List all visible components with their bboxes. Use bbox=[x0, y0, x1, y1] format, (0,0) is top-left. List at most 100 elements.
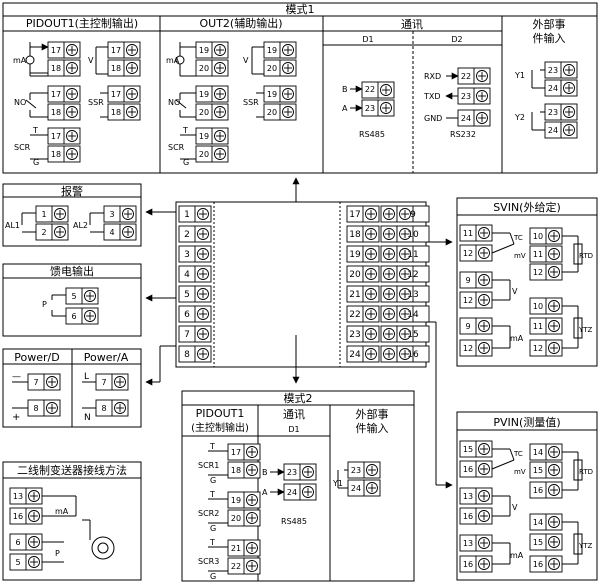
mode2-t-1: T bbox=[209, 442, 215, 451]
mode2-t18: 18 bbox=[231, 466, 241, 475]
center-mid-screw-3 bbox=[380, 265, 398, 283]
svin-t12e: 12 bbox=[533, 344, 543, 353]
mode2-t23b: 23 bbox=[351, 466, 361, 475]
mode1-t24d: 24 bbox=[548, 126, 558, 135]
twowire-ma: mA bbox=[55, 507, 69, 516]
center-mid-screw-4 bbox=[380, 285, 398, 303]
svin-t12b: 12 bbox=[463, 296, 473, 305]
pvin-tc: TC bbox=[513, 450, 523, 458]
alarm-panel bbox=[2, 183, 142, 247]
pvin-t13b: 13 bbox=[463, 539, 473, 548]
mode1-panel bbox=[2, 2, 598, 174]
center-left-8: 8 bbox=[184, 350, 190, 360]
mode1-comm-header: 通讯 bbox=[401, 18, 423, 31]
power-n: N bbox=[84, 413, 91, 423]
pvin-t15c: 15 bbox=[533, 538, 543, 547]
mode1-y2-label: Y2 bbox=[514, 113, 525, 122]
center-left-4: 4 bbox=[184, 270, 190, 280]
svin-t10b: 10 bbox=[533, 302, 543, 311]
power-plus: + bbox=[12, 412, 20, 423]
svin-ma: mA bbox=[510, 334, 524, 343]
power-l: L bbox=[84, 372, 89, 382]
mode2-t20: 20 bbox=[231, 514, 241, 523]
pvin-t16e: 16 bbox=[533, 560, 543, 569]
center-r-24: 24 bbox=[349, 350, 361, 360]
alarm-al1: AL1 bbox=[5, 221, 20, 230]
mode1-gnd-label: GND bbox=[424, 114, 442, 123]
mode1-out2-terminals bbox=[175, 41, 297, 163]
feed-t6: 6 bbox=[71, 312, 76, 321]
pvin-title: PVIN(测量值) bbox=[493, 416, 560, 429]
twowire-p: P bbox=[55, 549, 60, 558]
mode1-t18d: 18 bbox=[111, 64, 121, 73]
center-mid-screw-5 bbox=[380, 305, 398, 323]
mode1-out2-ssr-label: SSR bbox=[243, 98, 259, 107]
mode2-t21: 21 bbox=[231, 544, 241, 553]
center-r-16: 16 bbox=[407, 350, 419, 360]
mode1-out2-header: OUT2(辅助输出) bbox=[199, 16, 282, 30]
alarm-title: 报警 bbox=[61, 184, 83, 198]
power-d-t7: 7 bbox=[33, 378, 38, 387]
mode1-v-label: V bbox=[88, 56, 94, 65]
center-r-9: 9 bbox=[410, 210, 416, 220]
mode1-t23a: 23 bbox=[365, 104, 375, 113]
mode1-ssr-label: SSR bbox=[88, 98, 104, 107]
mode2-rs485: RS485 bbox=[281, 517, 307, 526]
twowire-title: 二线制变送器接线方法 bbox=[17, 463, 127, 477]
center-mid-screw-1 bbox=[380, 225, 398, 243]
mode2-pidout1-sub: (主控制输出) bbox=[191, 421, 249, 434]
center-left-6: 6 bbox=[184, 310, 190, 320]
pvin-t16b: 16 bbox=[463, 512, 473, 521]
mode1-d2-terminals bbox=[445, 67, 491, 127]
center-mid-screw-6 bbox=[380, 325, 398, 343]
mode2-g-2: G bbox=[210, 524, 216, 533]
twowire-panel bbox=[2, 461, 142, 581]
mode1-out2-no-label: NO bbox=[168, 98, 180, 107]
svin-t12d: 12 bbox=[533, 268, 543, 277]
svin-v: V bbox=[512, 287, 518, 296]
center-r-10: 10 bbox=[407, 230, 419, 240]
power-a-t8: 8 bbox=[101, 404, 106, 413]
twowire-t16: 16 bbox=[13, 512, 23, 521]
svin-t10a: 10 bbox=[533, 232, 543, 241]
pvin-t14a: 14 bbox=[533, 448, 543, 457]
center-terminal-block bbox=[175, 201, 430, 368]
svin-t11c: 11 bbox=[533, 322, 543, 331]
mode1-t18c: 18 bbox=[51, 150, 61, 159]
pvin-t15a: 15 bbox=[463, 445, 473, 454]
twowire-t5: 5 bbox=[15, 558, 20, 567]
center-r-19: 19 bbox=[349, 250, 361, 260]
pvin-rtd: RTD bbox=[579, 468, 593, 476]
mode1-t20a: 20 bbox=[199, 64, 209, 73]
svin-t9a: 9 bbox=[465, 276, 470, 285]
center-r-14: 14 bbox=[407, 310, 419, 320]
center-r-17: 17 bbox=[349, 210, 360, 220]
mode2-t-2: T bbox=[209, 490, 215, 499]
mode2-t24b: 24 bbox=[351, 484, 361, 493]
center-r-18: 18 bbox=[349, 230, 361, 240]
feed-t5: 5 bbox=[71, 292, 76, 301]
center-r-20: 20 bbox=[349, 270, 361, 280]
mode1-g-label: G bbox=[33, 158, 39, 167]
mode1-t19c: 19 bbox=[199, 132, 209, 141]
mode1-t17c: 17 bbox=[51, 132, 61, 141]
mode2-ext-2: 件输入 bbox=[356, 421, 389, 435]
mode2-pidout1: PIDOUT1 bbox=[196, 407, 245, 420]
mode1-t23d: 23 bbox=[548, 108, 558, 117]
mode1-no-label: NO bbox=[14, 98, 26, 107]
svin-t12c: 12 bbox=[463, 344, 473, 353]
mode1-t-label: T bbox=[32, 126, 38, 135]
alarm-t2: 2 bbox=[41, 228, 46, 237]
mode2-g-3: G bbox=[210, 572, 216, 581]
center-r-15: 15 bbox=[407, 330, 418, 340]
pvin-panel bbox=[456, 411, 598, 581]
svin-t12a: 12 bbox=[463, 249, 473, 258]
power-panel bbox=[2, 348, 142, 428]
mode1-rs232: RS232 bbox=[450, 130, 476, 139]
feed-title: 馈电输出 bbox=[50, 264, 94, 278]
mode1-t22a: 22 bbox=[365, 85, 375, 94]
svin-t9b: 9 bbox=[465, 322, 470, 331]
mode1-out2-v-label: V bbox=[243, 56, 249, 65]
mode1-t19b: 19 bbox=[199, 90, 209, 99]
mode2-panel bbox=[181, 390, 415, 582]
